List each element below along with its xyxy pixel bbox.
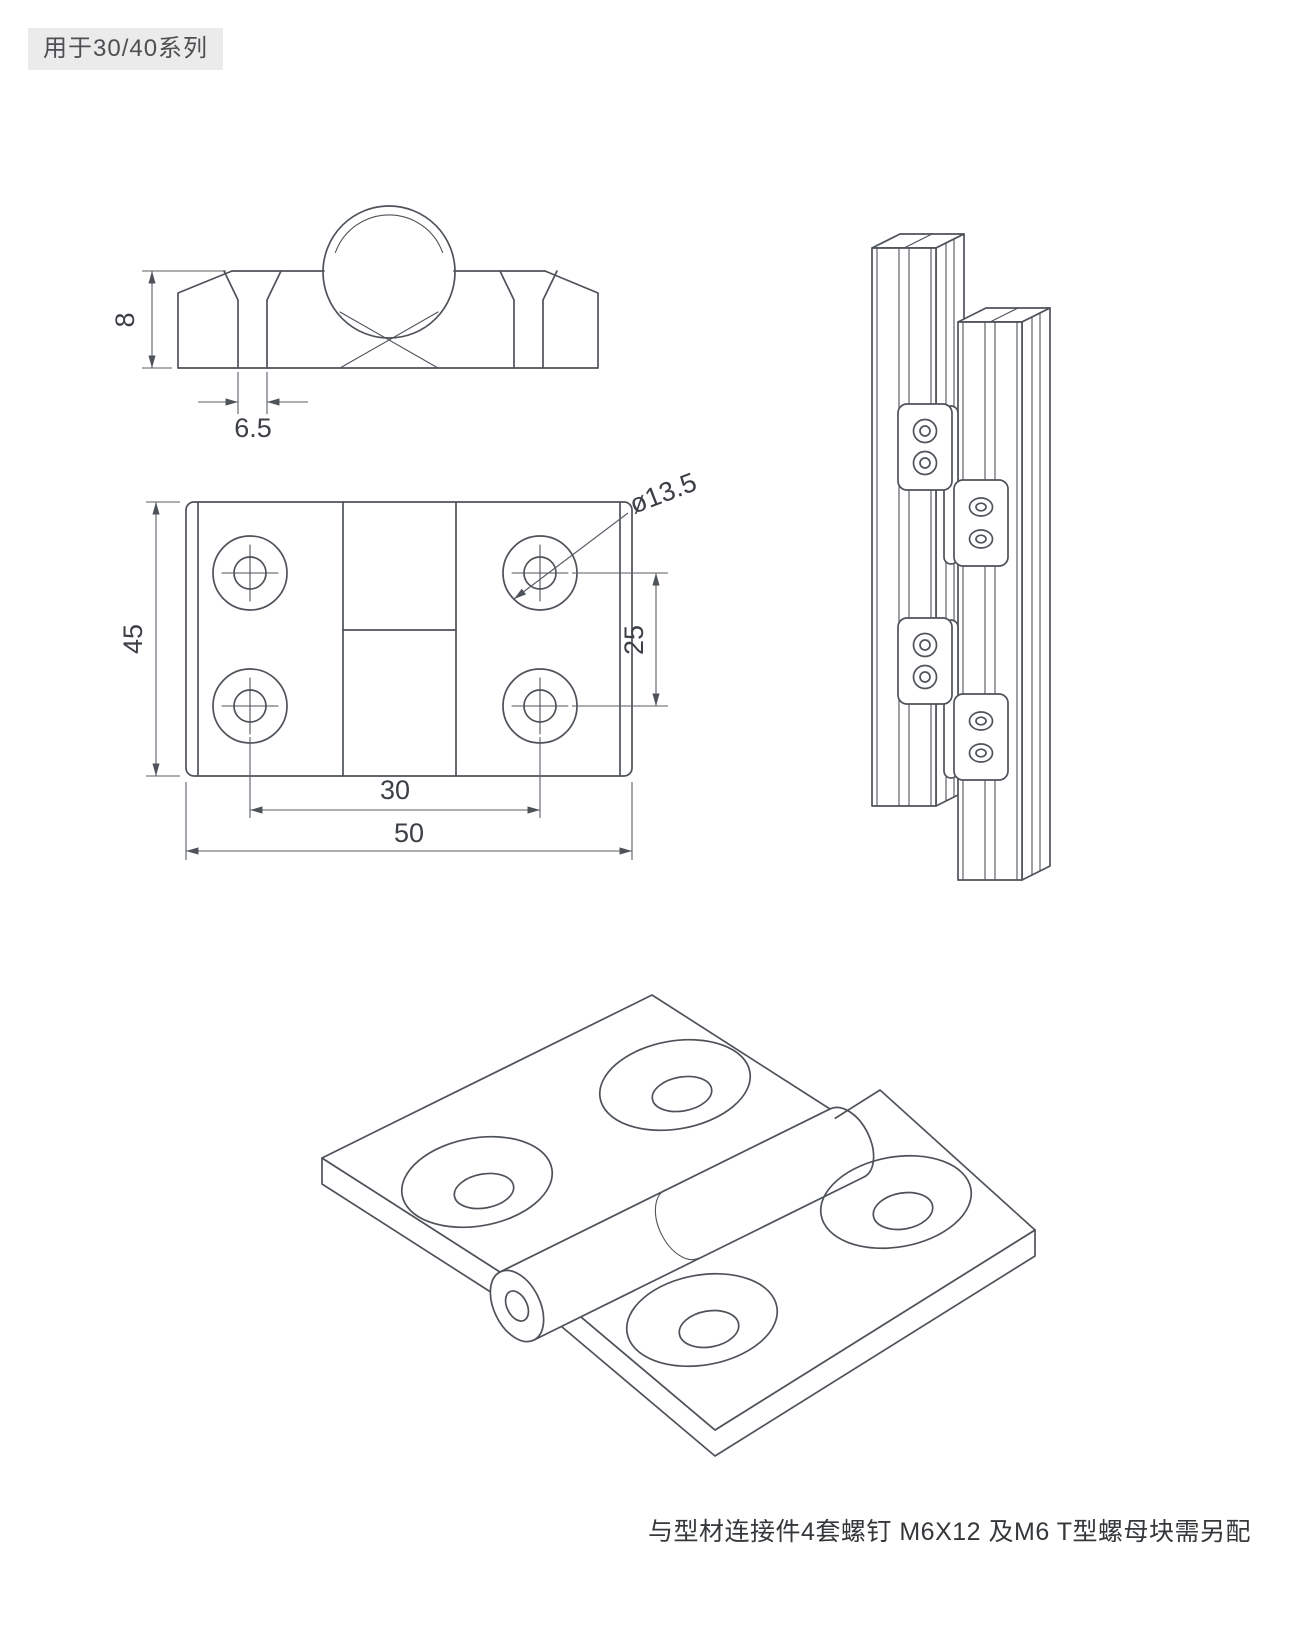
countersink-right-leaf-upper [819, 1154, 973, 1250]
dim-height-45: 45 [118, 501, 180, 777]
countersink-right [499, 270, 558, 369]
dim-counterbore-leader: ø13.5 [513, 467, 701, 600]
hinge-plate-outline [177, 270, 599, 369]
front-section-view: 8 6.5 [110, 205, 599, 443]
series-badge-label: 用于30/40系列 [43, 35, 209, 62]
dim-thickness-8: 8 [110, 270, 226, 369]
profile-front [957, 307, 1051, 881]
dim-pitch-30: 30 [249, 737, 541, 818]
hinge-leaf-right [953, 693, 1009, 781]
dim-label-45: 45 [118, 624, 148, 654]
hinge-leaf-left [897, 617, 953, 705]
barrel-pin-hole [504, 1290, 530, 1322]
spec-note: 与型材连接件4套螺钉 M6X12 及M6 T型螺母块需另配 [648, 1512, 1251, 1548]
series-badge: 用于30/40系列 [28, 28, 224, 70]
spec-note-text: 与型材连接件4套螺钉 M6X12 及M6 T型螺母块需另配 [648, 1518, 1252, 1546]
dim-label-50: 50 [394, 818, 424, 848]
hole-top-right [502, 535, 578, 611]
dim-label-8: 8 [110, 312, 140, 327]
dim-label-6-5: 6.5 [234, 413, 272, 443]
hole-bottom-left [212, 668, 288, 744]
hinge-leaf-left [897, 403, 953, 491]
countersink-left [223, 270, 282, 369]
dim-label-25: 25 [619, 625, 649, 655]
dim-hole-6-5: 6.5 [198, 372, 308, 443]
hole-bottom-right [502, 668, 578, 744]
countersink-left-leaf-lower [400, 1135, 554, 1229]
mounted-hinge-upper [897, 403, 1009, 567]
knuckle-seam [654, 1189, 700, 1261]
hinge-barrel [489, 1106, 875, 1343]
dim-width-50: 50 [185, 782, 633, 860]
countersink-left-leaf-upper [598, 1038, 752, 1132]
hole-top-left [212, 535, 288, 611]
dim-pitch-25: 25 [572, 572, 668, 707]
hinge-leaf-right [953, 479, 1009, 567]
countersink-right-leaf-lower [625, 1272, 779, 1368]
barrel-circle [322, 205, 456, 339]
dim-label-counterbore: ø13.5 [625, 467, 700, 520]
profiles-isometric-view [871, 233, 1051, 881]
leaf-overlap-cross [339, 311, 439, 369]
mounted-hinge-lower [897, 617, 1009, 781]
barrel-inner-arc [334, 214, 444, 254]
hinge-plate-plan [185, 501, 633, 777]
plan-view: 45 25 30 50 ø13.5 [118, 467, 701, 860]
hinge-isometric-view [321, 994, 1036, 1457]
dim-label-30: 30 [380, 775, 410, 805]
barrel-end-cap [489, 1269, 545, 1343]
